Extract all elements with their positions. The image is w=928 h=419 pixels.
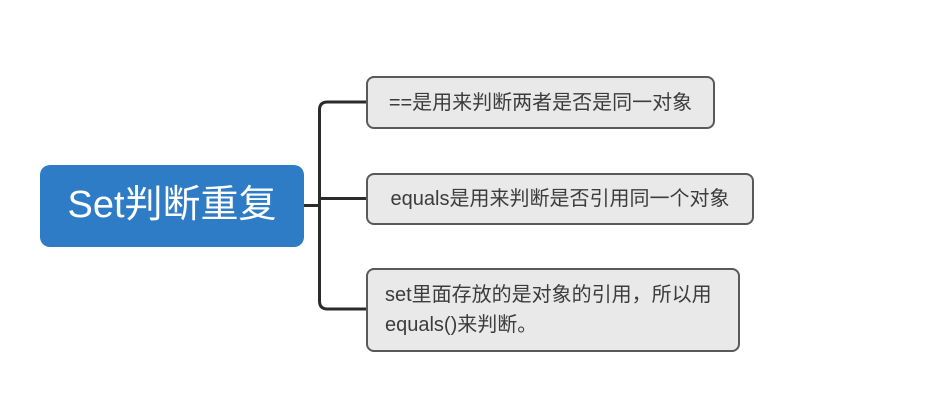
child-node-label: equals是用来判断是否引用同一个对象 — [390, 188, 730, 210]
root-node-label: Set判断重复 — [67, 184, 277, 227]
root-node[interactable]: Set判断重复 — [40, 165, 304, 247]
connector-branch-bottom — [318, 205, 366, 311]
child-node-label: set里面存放的是对象的引用，所以用equals()来判断。 — [385, 284, 712, 336]
child-node-label: ==是用来判断两者是否是同一对象 — [388, 91, 693, 114]
child-node-equality-operator[interactable]: ==是用来判断两者是否是同一对象 — [366, 76, 715, 129]
child-node-equals-method[interactable]: equals是用来判断是否引用同一个对象 — [366, 173, 754, 225]
child-node-set-references[interactable]: set里面存放的是对象的引用，所以用equals()来判断。 — [366, 268, 740, 352]
connector-branch-top — [318, 100, 366, 206]
